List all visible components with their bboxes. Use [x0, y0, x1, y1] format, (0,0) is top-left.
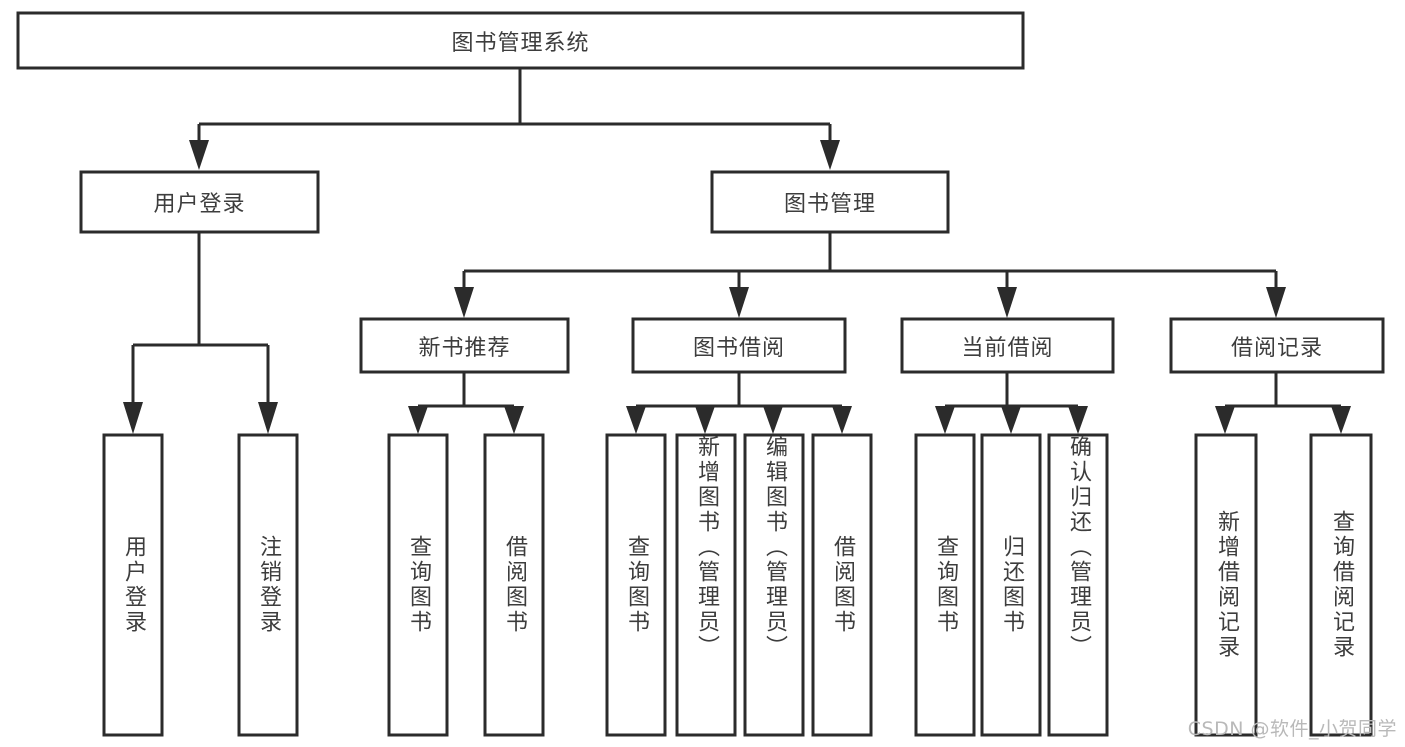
node-borrow-records[interactable]: [1169, 317, 1385, 374]
watermark-text: CSDN @软件_小贺同学: [1187, 718, 1397, 740]
node-root-library-system[interactable]: [16, 11, 1025, 70]
arrow-head-to-book-borrow: [729, 287, 749, 318]
arrow-head-cb-leaf-3: [1068, 406, 1088, 434]
arrow-head-nbr-leaf-1: [408, 406, 428, 434]
arrow-head-leaf-logout: [258, 402, 278, 434]
leaf-box-cb-query-book[interactable]: [914, 433, 976, 737]
arrow-head-bb-leaf-1: [626, 406, 646, 434]
arrow-head-bb-leaf-3: [763, 406, 783, 434]
node-new-book-recommend[interactable]: [359, 317, 570, 374]
arrow-head-to-borrow-records: [1266, 287, 1286, 318]
leaf-box-cb-return-book[interactable]: [980, 433, 1042, 737]
node-current-borrow[interactable]: [900, 317, 1115, 374]
arrow-head-br-leaf-2: [1331, 406, 1351, 434]
leaf-box-bb-query-book[interactable]: [605, 433, 667, 737]
leaf-box-bb-borrow-book[interactable]: [811, 433, 873, 737]
node-user-login[interactable]: [79, 170, 320, 234]
arrow-head-to-current-borrow: [997, 287, 1017, 318]
arrow-head-cb-leaf-2: [1001, 406, 1021, 434]
leaf-box-br-query-record[interactable]: [1309, 433, 1373, 737]
arrow-head-to-book-management: [820, 140, 840, 170]
leaf-box-cb-confirm-return[interactable]: [1047, 433, 1109, 737]
arrow-head-bb-leaf-2: [695, 406, 715, 434]
leaf-box-user-login[interactable]: [102, 433, 164, 737]
leaf-box-nbr-borrow-book[interactable]: [483, 433, 545, 737]
leaf-box-br-add-record[interactable]: [1194, 433, 1258, 737]
node-book-borrow[interactable]: [631, 317, 847, 374]
arrow-head-to-new-book-recommend: [454, 287, 474, 318]
arrow-head-cb-leaf-1: [935, 406, 955, 434]
arrow-head-leaf-user-login: [123, 402, 143, 434]
leaf-box-bb-add-book[interactable]: [675, 433, 737, 737]
arrow-head-bb-leaf-4: [832, 406, 852, 434]
node-book-management[interactable]: [710, 170, 950, 234]
leaf-box-nbr-query-book[interactable]: [387, 433, 449, 737]
arrow-head-br-leaf-1: [1215, 406, 1235, 434]
leaf-box-bb-edit-book[interactable]: [743, 433, 805, 737]
leaf-box-logout[interactable]: [237, 433, 299, 737]
arrow-head-nbr-leaf-2: [504, 406, 524, 434]
arrow-head-to-user-login: [189, 140, 209, 170]
